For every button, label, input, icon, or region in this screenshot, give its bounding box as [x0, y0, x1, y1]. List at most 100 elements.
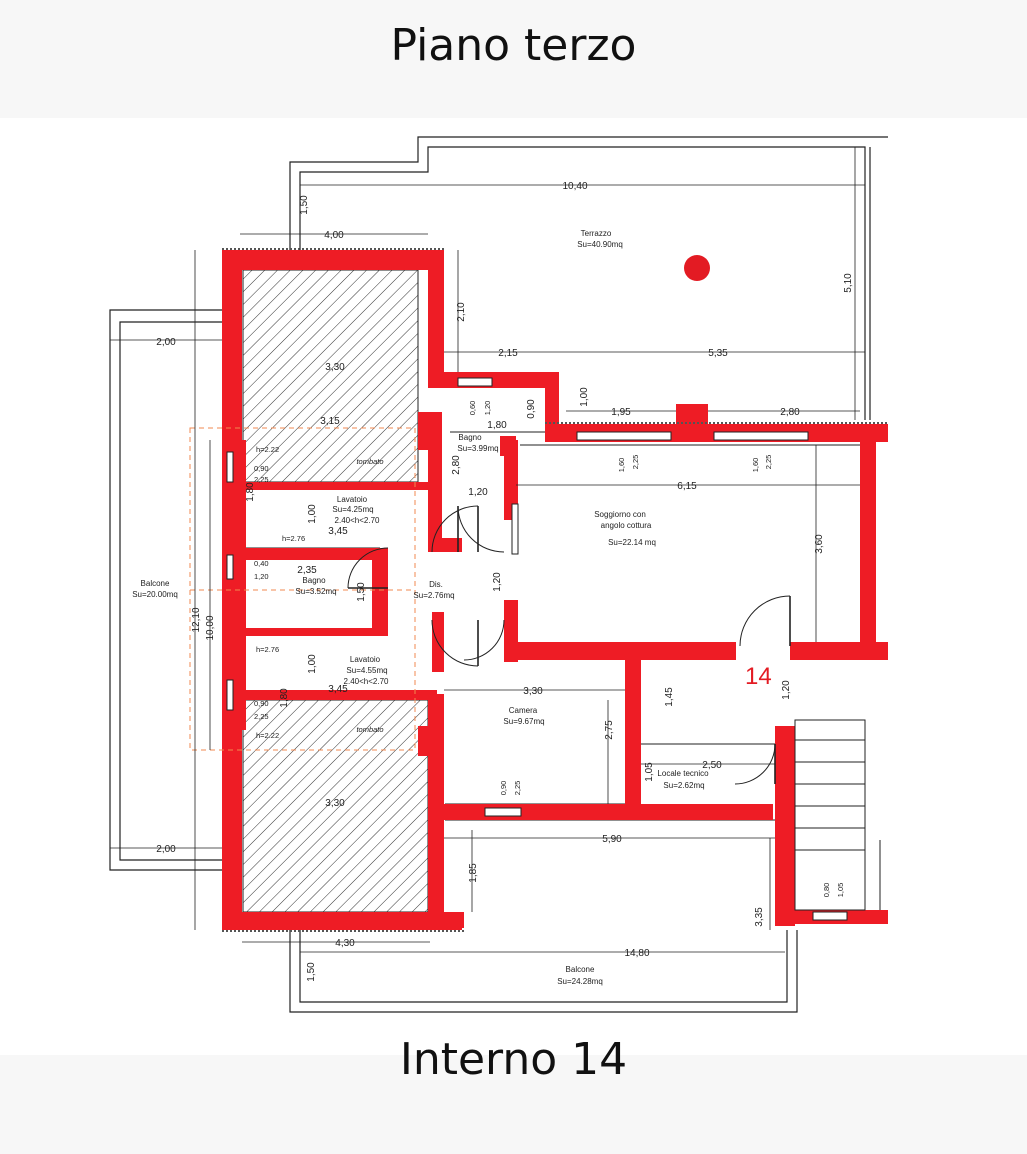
dimension-label: 0,90: [499, 781, 508, 796]
dimension-label: 3,30: [523, 686, 543, 697]
dimension-label: 1,00: [307, 504, 318, 524]
page-title: Piano terzo: [390, 20, 637, 71]
dimension-label: 2,25: [513, 781, 522, 796]
dimension-label: 3,45: [328, 684, 348, 695]
dimension-label: 1,50: [306, 962, 317, 982]
room-lavatoio-top-area: Su=4.25mq: [332, 505, 373, 514]
dimension-label: 2,00: [156, 337, 176, 348]
room-lavatoio-bot-name: Lavatoio: [350, 655, 381, 664]
dimension-label: 1,20: [781, 680, 792, 700]
room-terrazzo-name: Terrazzo: [581, 229, 612, 238]
dimension-label: 3,30: [325, 798, 345, 809]
dimension-label: 2,15: [498, 348, 518, 359]
room-balcone-left-area: Su=20.00mq: [132, 590, 178, 599]
dimension-label: 12,10: [191, 607, 202, 632]
dimension-label: 6,15: [677, 481, 697, 492]
room-lavatoio-bot-height: 2.40<h<2.70: [344, 677, 389, 686]
room-lavatoio-bot-area: Su=4.55mq: [346, 666, 387, 675]
room-camera-area: Su=9.67mq: [503, 717, 544, 726]
dimension-label: 5,90: [602, 834, 622, 845]
room-bagno-mid-area: Su=3.52mq: [295, 587, 336, 596]
dimension-label: 5,10: [843, 273, 854, 293]
dimension-label: 2,50: [702, 760, 722, 771]
room-soggiorno-name-2: angolo cottura: [601, 521, 652, 530]
tombato-top-area: [242, 269, 419, 483]
dimension-label: 3,30: [325, 362, 345, 373]
dimension-label: 2,10: [456, 302, 467, 322]
dimension-label: 1,00: [307, 654, 318, 674]
dimension-label: 1,20: [468, 487, 488, 498]
dimension-label: 0,90: [526, 399, 537, 419]
dimension-label: 1,20: [483, 401, 492, 416]
room-terrazzo-area: Su=40.90mq: [577, 240, 623, 249]
dimension-label: 2,80: [451, 455, 462, 475]
room-dis-name: Dis.: [429, 580, 443, 589]
dimension-label: 3,15: [320, 416, 340, 427]
room-bagno-mid-name: Bagno: [302, 576, 326, 585]
dimension-label: 1,20: [492, 572, 503, 592]
room-locale-tecnico-name: Locale tecnico: [657, 769, 709, 778]
dimension-label: 2,00: [156, 844, 176, 855]
room-soggiorno-name-1: Soggiorno con: [594, 510, 646, 519]
dimension-label: 5,35: [708, 348, 728, 359]
room-bagno-top-area: Su=3.99mq: [457, 444, 498, 453]
bottom-balcony-outline: [289, 930, 798, 1013]
dimension-label: 0,80: [822, 883, 831, 898]
footer-band: [0, 1055, 1027, 1154]
room-locale-tecnico-area: Su=2.62mq: [663, 781, 704, 790]
door-leaves: [348, 506, 791, 784]
location-marker: [684, 255, 710, 281]
dimension-label: 1,45: [664, 687, 675, 707]
dimension-label: 1,05: [836, 883, 845, 898]
dimension-label: 1,95: [611, 407, 631, 418]
room-lavatoio-top-name: Lavatoio: [337, 495, 368, 504]
height-label: h=2.22: [256, 445, 279, 454]
room-balcone-bottom-name: Balcone: [566, 965, 595, 974]
dimension-label: 1,85: [468, 863, 479, 883]
dimension-label: 0,90: [254, 464, 269, 473]
dimension-lines: [110, 147, 865, 953]
tombato-top-label: tombato: [356, 457, 383, 466]
dimension-label: 3,45: [328, 526, 348, 537]
room-balcone-left-name: Balcone: [141, 579, 170, 588]
height-label: h=2.76: [282, 534, 305, 543]
tombato-bottom-area: [242, 699, 429, 913]
unit-title: Interno 14: [399, 1034, 628, 1085]
height-label: h=2.76: [256, 645, 279, 654]
left-balcony-outline: [109, 309, 222, 871]
dimension-label: 2,35: [297, 565, 317, 576]
dimension-label: 10,40: [562, 181, 587, 192]
dimension-label: 0,40: [254, 559, 269, 568]
dimension-label: 4,00: [324, 230, 344, 241]
dimension-label: 2,75: [604, 720, 615, 740]
tombato-bottom-label: tombato: [356, 725, 383, 734]
dimension-label: 1,60: [751, 458, 760, 473]
dimension-label: 10,00: [205, 615, 216, 640]
dimension-label: 2,25: [254, 475, 269, 484]
dimension-label: 1,20: [254, 572, 269, 581]
dimension-label: 0,60: [468, 401, 477, 416]
windows: [226, 377, 848, 921]
room-lavatoio-top-height: 2.40<h<2.70: [335, 516, 380, 525]
dimension-label: 1,80: [245, 482, 256, 502]
unit-number: 14: [745, 663, 772, 690]
room-camera-name: Camera: [509, 706, 538, 715]
room-bagno-top-name: Bagno: [458, 433, 482, 442]
dimension-label: 1,50: [299, 195, 310, 215]
dimension-label: 2,25: [254, 712, 269, 721]
room-balcone-bottom-area: Su=24.28mq: [557, 977, 603, 986]
door-swings: [347, 505, 791, 785]
dimension-label: 1,50: [356, 582, 367, 602]
dimension-label: 1,60: [617, 458, 626, 473]
dimension-label: 14,80: [624, 948, 649, 959]
dimension-label: 2,80: [780, 407, 800, 418]
dimension-label: 1,00: [579, 387, 590, 407]
height-label: h=2.22: [256, 731, 279, 740]
wall-edge-dots: [222, 248, 888, 932]
room-soggiorno-area: Su=22.14 mq: [608, 538, 656, 547]
dimension-label: 3,60: [814, 534, 825, 554]
staircase: [794, 719, 881, 911]
dashed-overlay: [189, 427, 416, 751]
dimension-label: 2,25: [631, 455, 640, 470]
